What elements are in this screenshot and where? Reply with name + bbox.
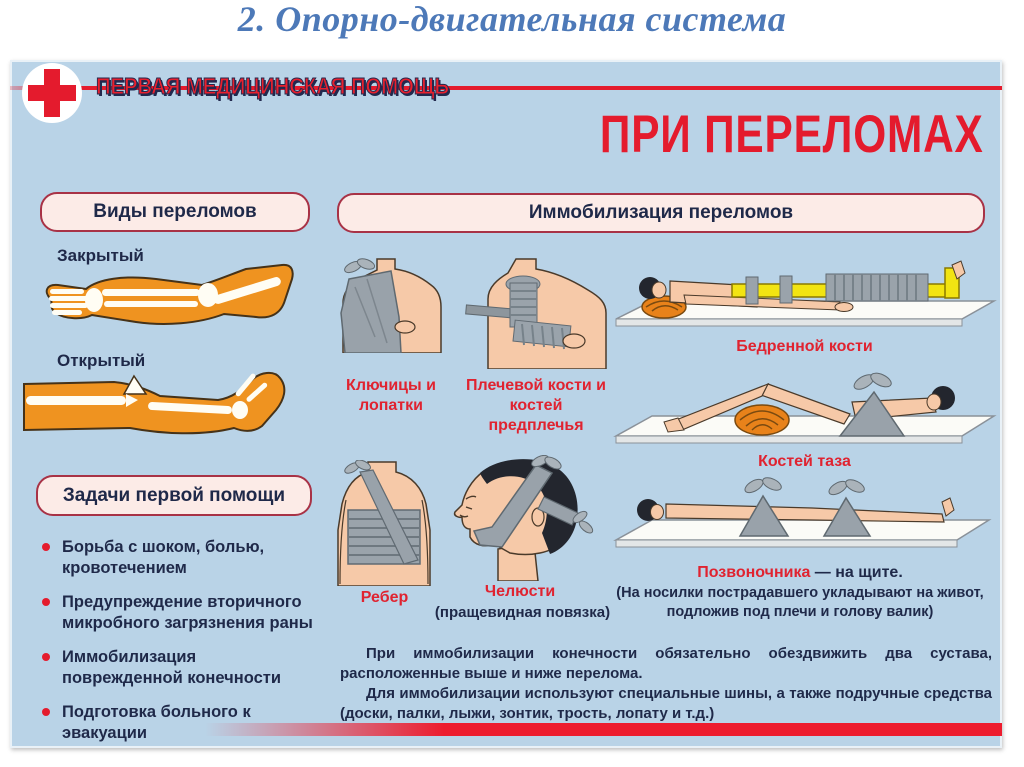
clavicle-label: Ключицы и лопатки	[346, 377, 436, 414]
first-aid-task-list: Борьба с шоком, болью, кровотечением Пре…	[42, 537, 316, 757]
task-item: Борьба с шоком, болью, кровотечением	[42, 537, 316, 579]
humerus-splint-illustration	[465, 258, 607, 369]
task-text: Борьба с шоком, болью, кровотечением	[62, 538, 265, 577]
bullet-icon	[42, 653, 50, 661]
footer-paragraph-1: При иммобилизации конечности обязательно…	[340, 645, 992, 682]
bottom-red-bar	[205, 723, 1002, 736]
task-item: Подготовка больного к эвакуации	[42, 702, 316, 744]
jaw-sublabel: (пращевидная повязка)	[434, 604, 611, 621]
spine-board-illustration	[613, 477, 992, 548]
open-fracture-leg-illustration	[23, 372, 286, 435]
jaw-label: Челюсти	[484, 583, 556, 600]
bullet-icon	[42, 708, 50, 716]
task-item: Предупреждение вторичного микробного заг…	[42, 592, 316, 634]
immobilization-header: Иммобилизация переломов	[337, 193, 985, 233]
pelvis-bandage-illustration	[613, 372, 997, 444]
bullet-icon	[42, 598, 50, 606]
task-text: Подготовка больного к эвакуации	[62, 703, 251, 742]
poster-brand: ПЕРВАЯ МЕДИЦИНСКАЯ ПОМОЩЬ	[96, 73, 450, 100]
slide-title: 2. Опорно-двигательная система	[237, 0, 787, 39]
femur-splint-illustration	[615, 260, 997, 327]
clavicle-sling-illustration	[340, 258, 442, 353]
spine-suffix: — на щите.	[810, 564, 903, 581]
task-item: Иммобилизация поврежденной конечности	[42, 647, 316, 689]
closed-fracture-arm-illustration	[45, 263, 294, 325]
femur-label: Бедренной кости	[736, 338, 873, 355]
spine-caption: Позвоночника — на щите.	[602, 564, 998, 582]
task-text: Иммобилизация поврежденной конечности	[62, 648, 281, 687]
open-fracture-label: Открытый	[57, 351, 146, 370]
pelvis-label: Костей таза	[758, 453, 851, 470]
spine-note: (На носилки пострадавшего укладывают на …	[616, 585, 984, 620]
footer-paragraph-2: Для иммобилизации используют специальные…	[340, 685, 992, 722]
poster-title: ПРИ ПЕРЕЛОМАХ	[600, 105, 984, 164]
humerus-label: Плечевой кости и костей предплечья	[465, 377, 607, 434]
bullet-icon	[42, 543, 50, 551]
closed-fracture-label: Закрытый	[57, 246, 144, 265]
fracture-types-header: Виды переломов	[40, 192, 310, 232]
header-red-line	[10, 86, 1002, 90]
footer-instructions: При иммобилизации конечности обязательно…	[340, 644, 992, 724]
red-cross-icon	[22, 63, 82, 123]
jaw-sling-illustration	[453, 455, 594, 581]
ribs-bandage-illustration	[337, 460, 431, 586]
task-text: Предупреждение вторичного микробного заг…	[62, 593, 313, 632]
first-aid-poster: ПЕРВАЯ МЕДИЦИНСКАЯ ПОМОЩЬ ПРИ ПЕРЕЛОМАХ …	[10, 60, 1002, 748]
ribs-label: Ребер	[360, 589, 409, 606]
spine-label: Позвоночника	[697, 564, 811, 581]
first-aid-tasks-header: Задачи первой помощи	[36, 475, 312, 516]
